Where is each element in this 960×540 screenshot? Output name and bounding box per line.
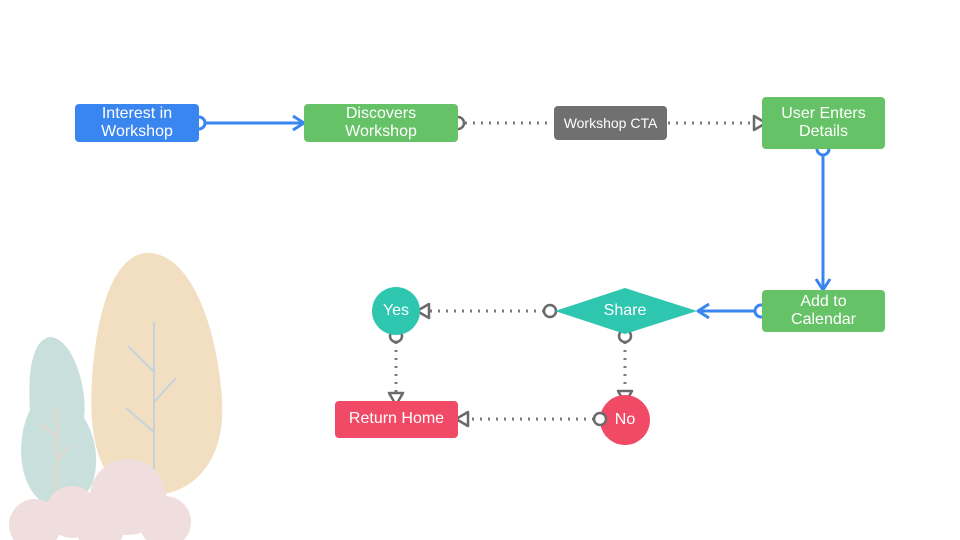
small-tree-foliage <box>21 337 97 507</box>
node-user-enters-label: User Enters Details <box>781 104 866 140</box>
node-discovers-workshop[interactable]: Discovers Workshop <box>304 104 458 142</box>
node-discovers-label: Discovers Workshop <box>345 104 417 140</box>
share-decision-diamond[interactable] <box>555 288 697 334</box>
node-user-enters-details[interactable]: User Enters Details <box>762 97 885 149</box>
arrowhead-yes <box>415 302 431 320</box>
connectors <box>191 114 832 428</box>
node-interest-label: Interest in Workshop <box>101 104 173 140</box>
node-share-label: Share <box>603 302 647 319</box>
small-tree-branches <box>41 408 71 505</box>
node-no-label: No <box>614 410 636 428</box>
decorative-trees-illustration <box>9 252 223 540</box>
node-workshop-cta[interactable]: Workshop CTA <box>554 106 667 140</box>
node-add-to-calendar[interactable]: Add to Calendar <box>762 290 885 332</box>
bushes <box>9 459 191 540</box>
no-port-overlay <box>592 411 608 427</box>
arrowhead-return-home-top <box>387 391 405 407</box>
node-no[interactable]: No <box>600 395 650 445</box>
arrowhead-user-enters <box>752 114 768 132</box>
node-interest-in-workshop[interactable]: Interest in Workshop <box>75 104 199 142</box>
node-return-home-label: Return Home <box>348 410 445 428</box>
arrowhead-share <box>696 302 710 320</box>
node-yes[interactable]: Yes <box>372 287 420 335</box>
node-return-home[interactable]: Return Home <box>335 401 458 438</box>
node-yes-label: Yes <box>382 301 410 319</box>
tall-tree-foliage <box>91 252 223 496</box>
arrowhead-return-home-right <box>454 410 470 428</box>
node-add-calendar-label: Add to Calendar <box>791 292 856 328</box>
connector-port-share-left <box>542 303 558 319</box>
node-cta-label: Workshop CTA <box>563 114 658 131</box>
